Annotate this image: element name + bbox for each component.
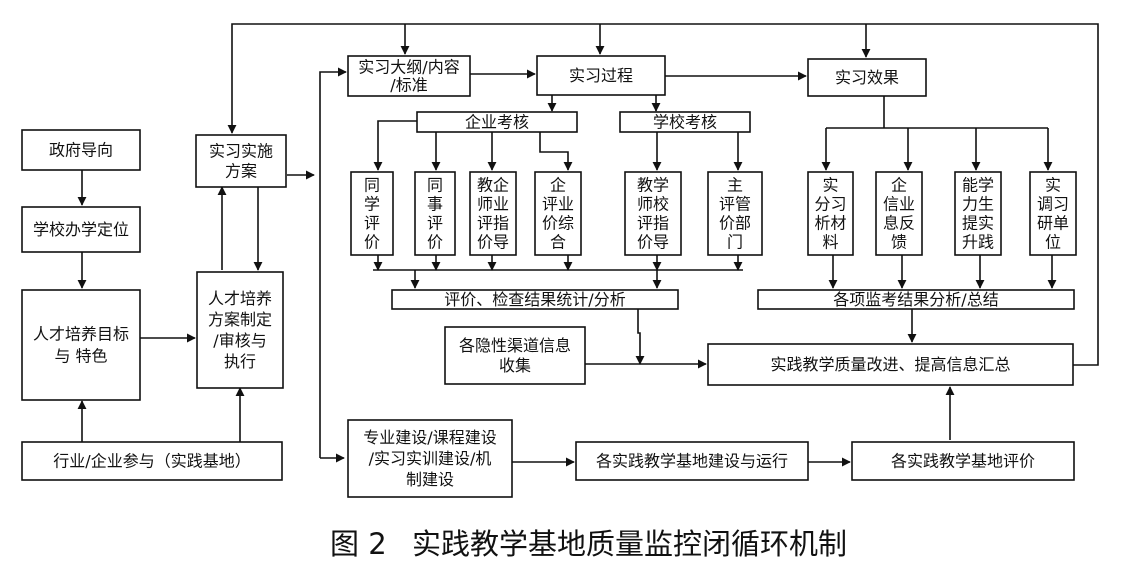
- node-department-eval-text: 主评管价部门: [719, 176, 751, 252]
- node-monitor-summary-text: 各项监考结果分析/总结: [833, 290, 998, 309]
- node-enterprise-overall-eval-text: 企评业价综合: [542, 176, 574, 252]
- caption-title: 实践教学基地质量监控闭循环机制: [412, 527, 847, 561]
- node-peer-work-eval-text: 同事评价: [427, 176, 443, 252]
- node-enterprise-assessment: 企业考核: [416, 111, 578, 133]
- node-base-evaluation-text: 各实践教学基地评价: [891, 452, 1035, 471]
- node-statistics: 评价、检查结果统计/分析: [391, 289, 679, 310]
- node-effect: 实习效果: [807, 58, 927, 97]
- node-construction: 专业建设/课程建设/实习实训建设/机制建设: [347, 419, 513, 498]
- node-school-positioning-text: 学校办学定位: [33, 220, 129, 239]
- connectors: [77, 23, 1099, 467]
- node-school-assessment-text: 学校考核: [653, 113, 717, 132]
- node-department-eval: 主评管价部门: [707, 171, 763, 256]
- node-enterprise-overall-eval: 企评业价综合: [534, 171, 582, 256]
- node-improvement-text: 实践教学质量改进、提高信息汇总: [770, 355, 1010, 374]
- node-unit-survey: 实调习研单位: [1029, 171, 1077, 256]
- node-industry-text: 行业/企业参与（实践基地）: [53, 452, 250, 471]
- node-teacher-enterprise-eval: 教企师业评指价导: [469, 171, 517, 256]
- node-material-analysis: 实分习析材料: [807, 171, 854, 256]
- node-effect-text: 实习效果: [835, 68, 899, 87]
- node-impl-plan-text: 实习实施方案: [209, 142, 273, 181]
- node-monitor-summary: 各项监考结果分析/总结: [757, 289, 1075, 310]
- figure-caption: 图 2 实践教学基地质量监控闭循环机制: [330, 527, 847, 561]
- node-enterprise-assessment-text: 企业考核: [465, 113, 529, 132]
- node-base-operation-text: 各实践教学基地建设与运行: [596, 452, 788, 471]
- node-teacher-enterprise-eval-text: 教企师业评指价导: [477, 176, 509, 252]
- node-peer-study-eval-text: 同学评价: [364, 176, 380, 252]
- node-peer-work-eval: 同事评价: [414, 171, 456, 256]
- node-hidden-channels: 各隐性渠道信息收集: [444, 326, 586, 385]
- node-syllabus: 实习大纲/内容/标准: [347, 55, 471, 97]
- node-syllabus-text: 实习大纲/内容/标准: [358, 58, 459, 95]
- node-base-operation: 各实践教学基地建设与运行: [575, 441, 809, 481]
- node-ability-improvement: 能学力生提实升践: [954, 171, 1002, 256]
- node-peer-study-eval: 同学评价: [350, 171, 394, 256]
- node-material-analysis-text: 实分习析材料: [814, 176, 846, 252]
- node-gov: 政府导向: [21, 129, 141, 171]
- node-gov-text: 政府导向: [49, 141, 113, 160]
- node-base-evaluation: 各实践教学基地评价: [851, 441, 1075, 481]
- node-school-positioning: 学校办学定位: [21, 206, 141, 253]
- node-process: 实习过程: [536, 55, 666, 96]
- node-statistics-text: 评价、检查结果统计/分析: [444, 290, 625, 309]
- node-enterprise-feedback: 企信业息反馈: [875, 171, 923, 256]
- node-talent-goal-text: 人才培养目标与 特色: [33, 325, 129, 366]
- node-ability-improvement-text: 能学力生提实升践: [962, 176, 994, 252]
- node-talent-plan-text: 人才培养方案制定/审核与执行: [208, 289, 272, 371]
- node-impl-plan: 实习实施方案: [195, 134, 287, 188]
- node-enterprise-feedback-text: 企信业息反馈: [883, 176, 915, 252]
- node-construction-text: 专业建设/课程建设/实习实训建设/机制建设: [363, 428, 496, 489]
- node-school-assessment: 学校考核: [619, 111, 751, 133]
- node-improvement: 实践教学质量改进、提高信息汇总: [707, 343, 1074, 386]
- node-industry: 行业/企业参与（实践基地）: [21, 441, 283, 481]
- node-talent-goal: 人才培养目标与 特色: [21, 289, 141, 401]
- node-process-text: 实习过程: [569, 66, 633, 85]
- node-teacher-school-eval-text: 教学师校评指价导: [637, 176, 669, 252]
- node-hidden-channels-text: 各隐性渠道信息收集: [459, 336, 571, 375]
- caption-label: 图 2: [330, 527, 387, 561]
- node-talent-plan: 人才培养方案制定/审核与执行: [196, 271, 284, 389]
- node-unit-survey-text: 实调习研单位: [1037, 176, 1069, 252]
- node-teacher-school-eval: 教学师校评指价导: [624, 171, 682, 256]
